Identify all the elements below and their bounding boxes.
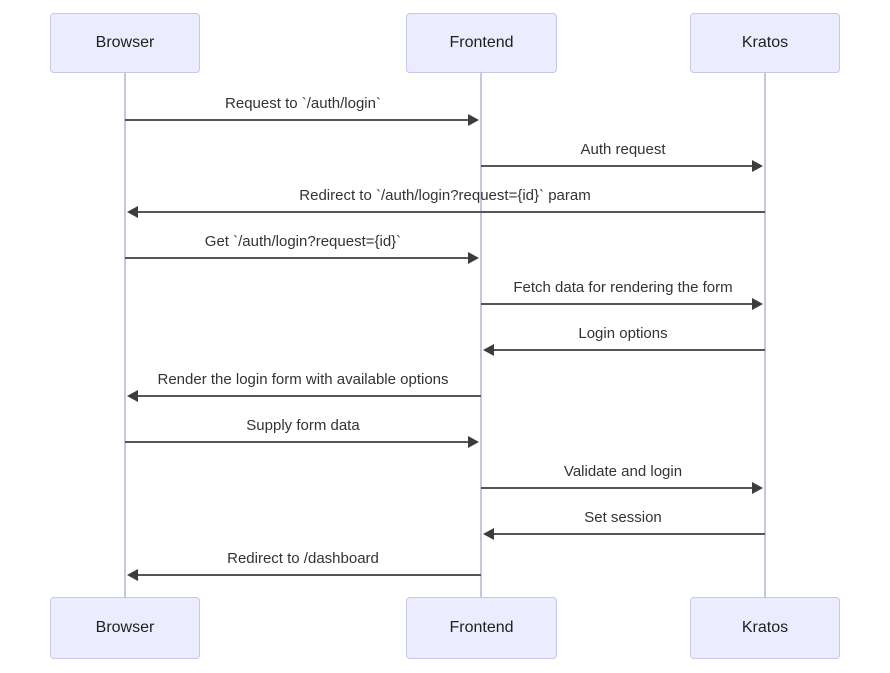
arrowhead-icon: [752, 160, 763, 172]
message-line: [481, 165, 757, 167]
actor-box-kratos-top: Kratos: [690, 13, 840, 73]
message-line: [125, 257, 473, 259]
arrowhead-icon: [752, 482, 763, 494]
message-label: Get `/auth/login?request={id}`: [204, 233, 402, 250]
actor-box-frontend-bottom: Frontend: [406, 597, 557, 659]
message-label: Login options: [578, 325, 668, 342]
message-label: Request to `/auth/login`: [225, 95, 381, 112]
actor-label: Kratos: [741, 34, 789, 51]
arrowhead-icon: [127, 206, 138, 218]
arrowhead-icon: [468, 252, 479, 264]
message-label: Fetch data for rendering the form: [513, 279, 733, 296]
message-line: [135, 211, 765, 213]
lifeline-frontend: [480, 73, 482, 597]
actor-label: Browser: [95, 34, 155, 51]
arrowhead-icon: [483, 528, 494, 540]
arrowhead-icon: [127, 569, 138, 581]
actor-label: Frontend: [449, 619, 514, 636]
arrowhead-icon: [127, 390, 138, 402]
message-label: Render the login form with available opt…: [157, 371, 449, 388]
arrowhead-icon: [468, 436, 479, 448]
arrowhead-icon: [483, 344, 494, 356]
message-label: Validate and login: [563, 463, 683, 480]
message-line: [481, 303, 757, 305]
message-label: Redirect to /dashboard: [227, 550, 379, 567]
message-label: Auth request: [580, 141, 666, 158]
actor-label: Browser: [95, 619, 155, 636]
actor-box-browser-top: Browser: [50, 13, 200, 73]
lifeline-kratos: [764, 73, 766, 597]
message-line: [135, 395, 481, 397]
actor-box-kratos-bottom: Kratos: [690, 597, 840, 659]
arrowhead-icon: [752, 298, 763, 310]
message-label: Supply form data: [246, 417, 360, 434]
message-line: [125, 119, 473, 121]
actor-label: Kratos: [741, 619, 789, 636]
arrowhead-icon: [468, 114, 479, 126]
message-line: [135, 574, 481, 576]
actor-label: Frontend: [449, 34, 514, 51]
message-line: [491, 533, 765, 535]
lifeline-browser: [124, 73, 126, 597]
message-line: [481, 487, 757, 489]
actor-box-browser-bottom: Browser: [50, 597, 200, 659]
message-label: Redirect to `/auth/login?request={id}` p…: [299, 187, 591, 204]
message-line: [125, 441, 473, 443]
message-label: Set session: [584, 509, 662, 526]
actor-box-frontend-top: Frontend: [406, 13, 557, 73]
message-line: [491, 349, 765, 351]
